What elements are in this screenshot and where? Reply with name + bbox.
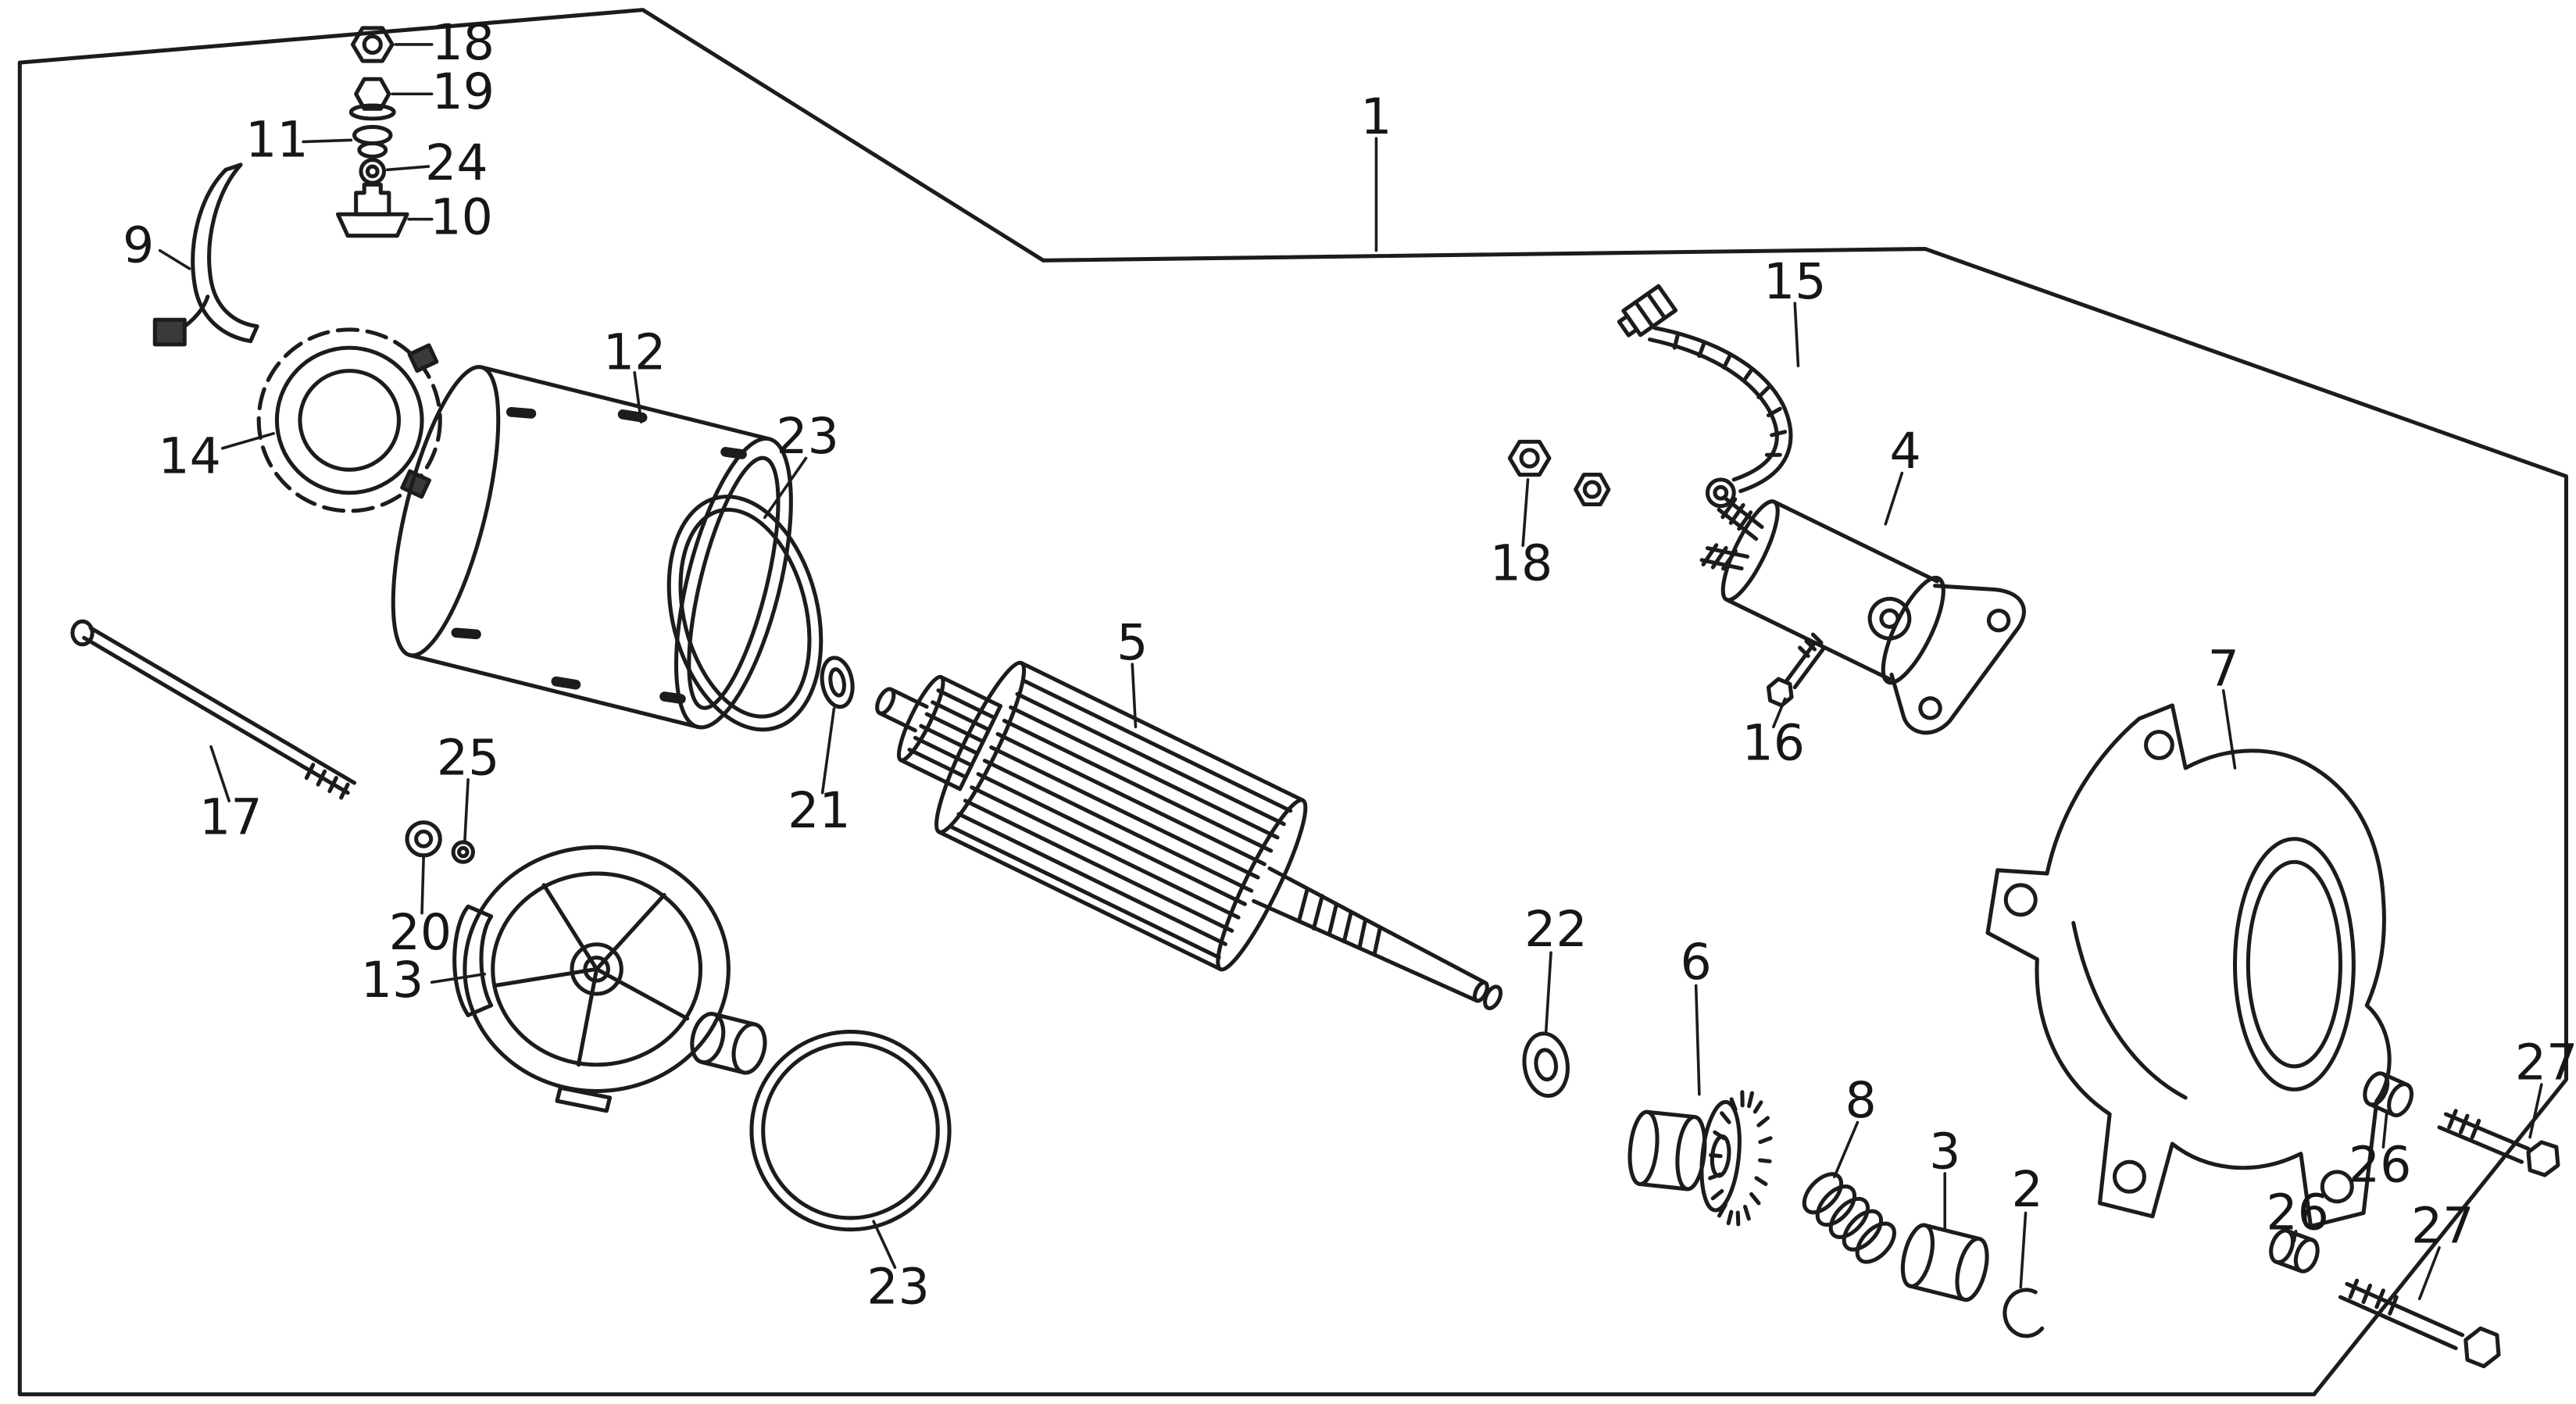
solenoid-drawing-4 — [1699, 495, 2026, 735]
part-callout-14: 14 — [158, 428, 221, 487]
ring-drawing-25 — [451, 840, 475, 864]
part-callout-3: 3 — [1929, 1124, 1961, 1182]
flange-bolt-drawing-27b — [2338, 1278, 2501, 1369]
part-callout-10: 10 — [430, 189, 493, 248]
part-callout-24: 24 — [425, 134, 488, 193]
leader-lines — [158, 43, 2543, 1301]
part-callout-16: 16 — [1742, 715, 1806, 773]
part-callout-20: 20 — [388, 905, 452, 963]
part-callout-4: 4 — [1889, 423, 1921, 481]
armature-drawing-5 — [875, 660, 1503, 1010]
hex-nuts-drawing-18b — [1507, 439, 1611, 507]
end-cover-drawing-13 — [452, 845, 731, 1113]
brush-arm-drawing-9 — [152, 163, 259, 347]
part-callout-6: 6 — [1680, 934, 1712, 992]
part-callout-23b: 23 — [866, 1259, 930, 1317]
part-callout-9: 9 — [123, 217, 155, 276]
bushing-drawing — [690, 1012, 767, 1075]
bushing-drawing-3 — [1900, 1223, 1989, 1302]
part-callout-26b: 26 — [2266, 1184, 2329, 1243]
part-callout-23a: 23 — [776, 409, 839, 466]
washer-drawing-22 — [1522, 1031, 1570, 1099]
flange-bolt-drawing-27a — [2437, 1109, 2560, 1177]
o-ring-drawing-23-upper — [666, 495, 824, 732]
dowel-pin-drawing-26a — [2363, 1071, 2414, 1118]
part-callout-26a: 26 — [2348, 1137, 2412, 1195]
part-callout-19: 19 — [431, 64, 495, 123]
part-callout-2: 2 — [2011, 1162, 2043, 1220]
part-callout-27a: 27 — [2514, 1034, 2576, 1093]
part-callout-21: 21 — [788, 783, 851, 841]
part-callout-13: 13 — [360, 952, 424, 1011]
diagram-border — [17, 8, 2569, 1397]
yoke-cylinder-drawing-12 — [391, 365, 793, 730]
gear-housing-drawing-7 — [1985, 703, 2392, 1228]
terminal-bolt-drawing-10 — [335, 182, 409, 238]
cable-drawing-15 — [1617, 284, 1793, 509]
part-callout-25: 25 — [436, 730, 500, 788]
hex-nut-drawing-18 — [350, 26, 395, 63]
washer-drawing-21 — [820, 656, 855, 709]
insulator-washers-drawing-11 — [352, 124, 393, 159]
spring-drawing-8 — [1802, 1172, 1896, 1264]
screw-drawing-16 — [1766, 632, 1825, 708]
through-bolt-drawing-17 — [70, 619, 357, 800]
washer-drawing-24 — [359, 158, 387, 185]
part-callout-27b: 27 — [2411, 1198, 2474, 1256]
part-callout-17: 17 — [199, 789, 263, 848]
part-callout-7: 7 — [2207, 641, 2239, 699]
part-callout-11: 11 — [245, 112, 309, 170]
washer-drawing-20 — [405, 820, 442, 858]
part-callout-18b: 18 — [1489, 535, 1553, 594]
part-callout-18a: 18 — [431, 14, 495, 73]
dowel-pin-drawing-26b — [2269, 1228, 2320, 1274]
part-callout-1: 1 — [1360, 88, 1392, 147]
snap-ring-drawing-2 — [2003, 1288, 2045, 1338]
o-ring-drawing-23-lower — [749, 1030, 952, 1232]
flanged-nut-drawing-19 — [348, 77, 396, 121]
part-callout-15: 15 — [1763, 253, 1827, 312]
part-callout-22: 22 — [1524, 901, 1588, 959]
part-callout-8: 8 — [1845, 1073, 1877, 1131]
part-callout-12: 12 — [602, 324, 666, 383]
part-callout-5: 5 — [1117, 614, 1149, 673]
pinion-gear-drawing-6 — [1627, 1090, 1773, 1227]
